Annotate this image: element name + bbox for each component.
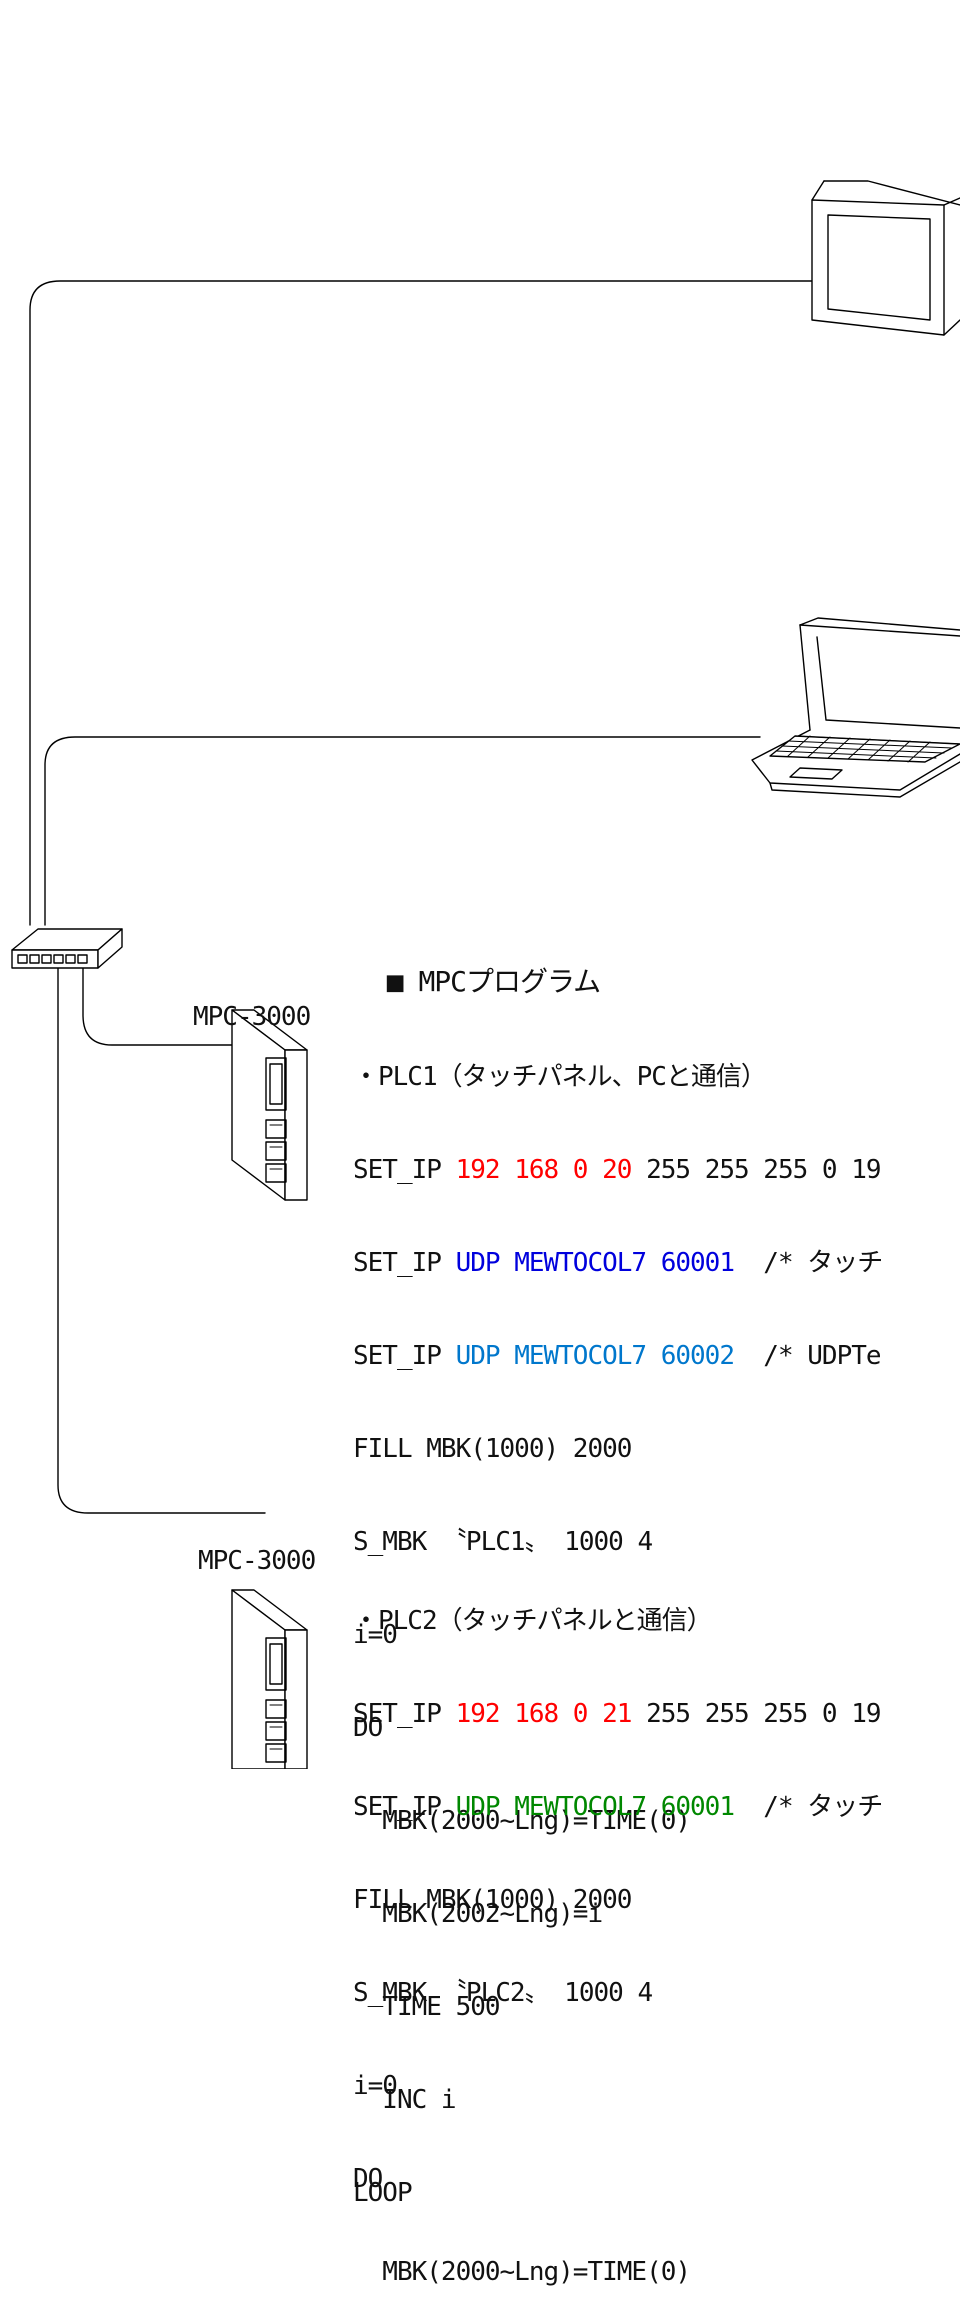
heading-title: MPCプログラム — [418, 965, 601, 998]
laptop-icon — [751, 617, 960, 798]
code-line: i=0 — [353, 2071, 398, 2101]
plc1-set-ip-line: SET_IP 192 168 0 20 255 255 255 0 19 — [353, 1155, 960, 1186]
code-line: FILL MBK(1000) 2000 — [353, 1434, 632, 1464]
set-ip-cmd: SET_IP — [353, 1341, 456, 1371]
udp-comment: /* タッチ — [734, 1248, 883, 1278]
set-ip-cmd: SET_IP — [353, 1155, 456, 1185]
plc1-udp-line-2: SET_IP UDP MEWTOCOL7 60002 /* UDPTe — [353, 1341, 960, 1372]
mpc2-label: MPC-3000 — [198, 1546, 316, 1576]
mpc1-label: MPC-3000 — [193, 1002, 311, 1032]
set-ip-cmd: SET_IP — [353, 1792, 456, 1822]
mpc-controller-icon — [231, 1589, 308, 1769]
udp-comment: /* UDPTe — [734, 1341, 881, 1371]
code-line: S_MBK 〝PLC1〟 1000 4 — [353, 1527, 653, 1557]
cable-switch-to-mpc1 — [82, 949, 266, 1046]
udp-args: UDP MEWTOCOL7 60001 — [455, 1792, 735, 1822]
code-line: FILL MBK(1000) 2000 — [353, 1885, 632, 1915]
udp-comment: /* タッチ — [734, 1792, 883, 1822]
ip-address: 192 168 0 20 — [455, 1155, 633, 1185]
set-ip-cmd: SET_IP — [353, 1699, 456, 1729]
set-ip-cmd: SET_IP — [353, 1248, 456, 1278]
code-line: DO — [353, 2164, 383, 2194]
mpc-controller-icon — [231, 1009, 308, 1201]
cable-switch-to-laptop — [44, 736, 761, 926]
cable-switch-to-touch-panel — [29, 280, 813, 926]
udp-args: UDP MEWTOCOL7 60002 — [455, 1341, 735, 1371]
ip-rest: 255 255 255 0 19 — [631, 1155, 881, 1185]
plc1-udp-line-1: SET_IP UDP MEWTOCOL7 60001 /* タッチ — [353, 1248, 960, 1279]
plc2-udp-line-1: SET_IP UDP MEWTOCOL7 60001 /* タッチ — [353, 1792, 960, 1823]
plc1-caption: ・PLC1（タッチパネル、PCと通信） — [353, 1062, 767, 1092]
network-diagram — [11, 180, 960, 1769]
program-heading: ■ MPCプログラム — [355, 937, 601, 998]
code-line: S_MBK 〝PLC2〟 1000 4 — [353, 1978, 653, 2008]
code-line: i=0 — [353, 1620, 398, 1650]
ip-rest: 255 255 255 0 19 — [631, 1699, 881, 1729]
ip-address: 192 168 0 21 — [455, 1699, 633, 1729]
heading-bullet: ■ — [386, 965, 404, 998]
plc2-program: ・PLC2（タッチパネルと通信） SET_IP 192 168 0 21 255… — [353, 1544, 960, 2319]
cable-switch-to-mpc2 — [57, 949, 266, 1514]
network-switch-icon — [11, 928, 123, 969]
code-line: DO — [353, 1713, 383, 1743]
touch-panel-icon — [811, 180, 960, 336]
code-line: MBK(2000~Lng)=TIME(0) — [353, 2257, 691, 2287]
network-cables — [29, 280, 813, 1514]
plc2-set-ip-line: SET_IP 192 168 0 21 255 255 255 0 19 — [353, 1699, 960, 1730]
udp-args: UDP MEWTOCOL7 60001 — [455, 1248, 735, 1278]
plc2-caption: ・PLC2（タッチパネルと通信） — [353, 1606, 713, 1636]
